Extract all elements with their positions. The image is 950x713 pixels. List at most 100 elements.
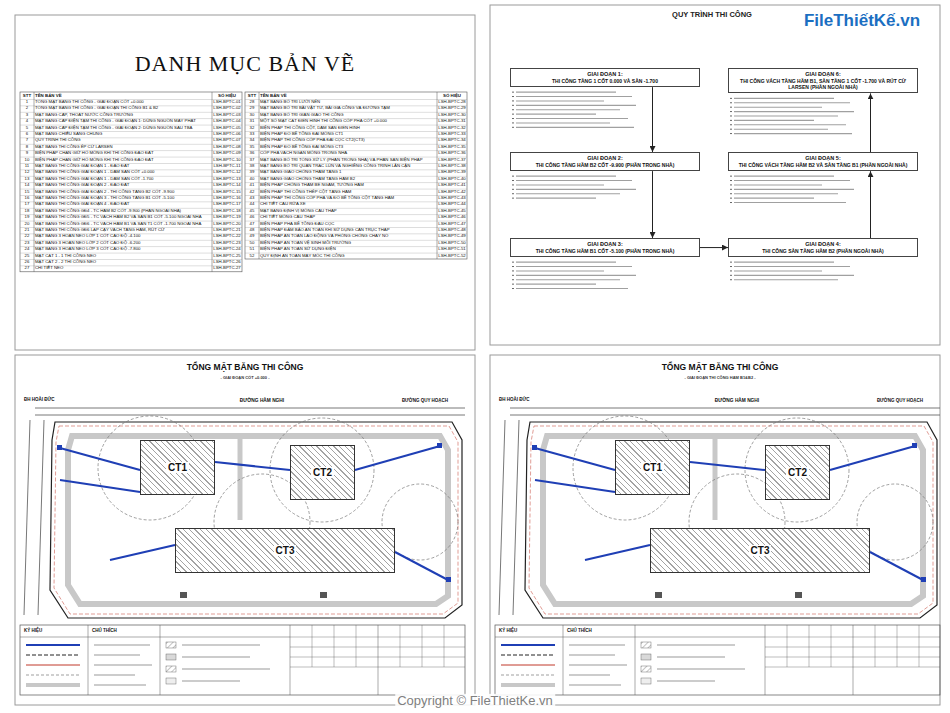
bullet-text-line — [516, 193, 620, 194]
drawing-name: MỘT SỐ MẶT CẮT ĐIỂN HÌNH THI CÔNG CỐP PH… — [260, 118, 436, 124]
sheet-code: LSH-BPTC-35 — [438, 144, 466, 150]
bullet-text-line — [516, 275, 636, 276]
flow-arrow — [870, 93, 871, 152]
drawing-name: MẶT BẰNG BỐ TRÍ GIÀN GIÁO THI CÔNG — [260, 112, 436, 118]
row-number: 8 — [21, 144, 33, 150]
row-number: 38 — [246, 163, 258, 169]
row-number: 45 — [246, 208, 258, 214]
sheet-code: LSH-BPTC-30 — [438, 112, 466, 118]
sheet-code: LSH-BPTC-24 — [213, 246, 241, 252]
row-number: 37 — [246, 157, 258, 163]
sheet-code: LSH-BPTC-05 — [213, 125, 241, 131]
building-block: CT1 — [615, 440, 690, 495]
bullet-dash — [512, 275, 514, 276]
table-header: SỐ HIỆU — [438, 92, 466, 99]
legend-heading: KÝ HIỆU — [499, 629, 517, 634]
stage-box: GIAI ĐOẠN 5:THI CÔNG VÁCH TẦNG HẦM B2 VÀ… — [728, 152, 918, 171]
row-number: 17 — [21, 201, 33, 207]
building-name: CT3 — [274, 545, 297, 556]
drawing-name: MẶT CẮT 1 - 1 THI CÔNG NEO — [35, 253, 211, 259]
drawing-name: MẶT BẰNG BỐ TRÍ QUAN TRẮC LÚN VÀ NGHIÊNG… — [260, 163, 436, 169]
row-number: 36 — [246, 150, 258, 156]
sheet-code: LSH-BPTC-38 — [438, 163, 466, 169]
bullet-dash — [512, 114, 514, 115]
drawing-name: MẶT BẰNG THI CÔNG GIAI ĐOẠN 2 - ĐÀO ĐẤT — [35, 182, 211, 188]
bullet-text-line — [734, 120, 814, 121]
drawing-name: CỐP PHA VÁCH NGĂN MÓNG TRONG NHÀ — [260, 150, 436, 156]
bullet-dash — [730, 115, 732, 116]
bullet-dash — [512, 189, 514, 190]
bullet-text-line — [516, 105, 636, 106]
bullet-dash — [512, 279, 514, 280]
drawing-name: MẶT BẰNG THI CÔNG GĐ5 - TC VÁCH HẦM B2 V… — [35, 214, 211, 220]
stage-heading: GIAI ĐOẠN 2: — [515, 155, 695, 162]
sheet-code: LSH-BPTC-47 — [438, 221, 466, 227]
bullet-text-line — [734, 102, 850, 103]
table-header: STT — [246, 92, 258, 99]
row-number: 15 — [21, 189, 33, 195]
road-name: ĐH HOÀI ĐỨC — [22, 398, 56, 403]
flow-arrow — [652, 171, 653, 238]
bullet-text-line — [516, 198, 596, 199]
building-block: CT3 — [175, 528, 395, 573]
legend-heading: KÝ HIỆU — [24, 629, 42, 634]
legend-heading: CHÚ THÍCH — [567, 629, 592, 634]
sheet-subtitle: - GIAI ĐOẠN THI CÔNG HẦM B1&B2 - — [684, 376, 755, 380]
drawing-name: MẶT BẰNG THI CÔNG GIAI ĐOẠN 1 - DẦM SÀN … — [35, 176, 211, 182]
bullet-dash — [512, 270, 514, 271]
sheet-code: LSH-BPTC-02 — [213, 105, 241, 111]
flow-arrow — [870, 171, 871, 238]
row-number: 50 — [246, 240, 258, 246]
stage-box: GIAI ĐOẠN 4:THI CÔNG SÀN TẦNG HẦM B2 (PH… — [728, 238, 918, 257]
drawing-name: MẶT BẰNG BỐ TRÍ TỔNG XỬ LÝ (PHẦN TRONG N… — [260, 157, 436, 163]
table-header: STT — [21, 92, 33, 99]
bullet-text-line — [734, 176, 834, 177]
bullet-dash — [512, 176, 514, 177]
table-header: SỐ HIỆU — [213, 92, 241, 99]
drawing-name: BIỆN PHÁP ĐẢM BẢO AN TOÀN KHI SỬ DỤNG CẦ… — [260, 227, 436, 233]
road-name: ĐƯỜNG HÀM NGHI — [713, 398, 761, 403]
sheet-code: LSH-BPTC-34 — [438, 137, 466, 143]
bullet-dash — [512, 284, 514, 285]
bullet-dash — [512, 198, 514, 199]
table-header: TÊN BẢN VẼ — [35, 92, 211, 99]
stage-title: THI CÔNG SÀN TẦNG HẦM B2 (PHẦN NGOÀI NHÀ… — [733, 248, 913, 254]
bullet-text-line — [734, 107, 822, 108]
sheet-code: LSH-BPTC-51 — [438, 246, 466, 252]
row-number: 14 — [21, 182, 33, 188]
row-number: 39 — [246, 169, 258, 175]
drawing-name: MẶT BẰNG THI CÔNG GĐ6 LẮP CẠY VÁCH TẦNG … — [35, 227, 211, 233]
stage-heading: GIAI ĐOẠN 5: — [733, 155, 913, 162]
sheet-code: LSH-BPTC-18 — [213, 208, 241, 214]
bullet-text-line — [516, 262, 616, 263]
row-number: 48 — [246, 227, 258, 233]
drawing-name: MẶT BẰNG THI CÔNG GĐ4 - TC HẦM B2 CỐT -9… — [35, 208, 211, 214]
sheet-code: LSH-BPTC-42 — [438, 189, 466, 195]
bullet-dash — [512, 193, 514, 194]
bullet-text-line — [516, 184, 604, 185]
drawing-name: MẶT BẰNG CHIẾU SÁNG CHUNG — [35, 131, 211, 137]
drawing-name: BIỆN PHÁP ĐỔ BÊ TÔNG ĐÀI MÓNG CT1 — [260, 131, 436, 137]
row-number: 22 — [21, 233, 33, 239]
bullet-dash — [730, 184, 732, 185]
stage-title: THI CÔNG VÁCH TẦNG HẦM B2 VÀ SÀN TẦNG B1… — [733, 162, 913, 168]
drawing-name: CHI TIẾT CẦU RỬA XE — [260, 201, 436, 207]
sheet-code: LSH-BPTC-11 — [213, 163, 241, 169]
drawing-name: BIỆN PHÁP CHỐNG THẤM BỂ NGẦM, TƯỜNG HẦM — [260, 182, 436, 188]
row-number: 49 — [246, 233, 258, 239]
bullet-dash — [512, 109, 514, 110]
stage-heading: GIAI ĐOẠN 3: — [515, 241, 695, 248]
drawing-name: MẶT BẰNG CẤP ĐIỆN TẠM THI CÔNG - GIAI ĐO… — [35, 125, 211, 131]
bullet-dash — [512, 92, 514, 93]
bullet-text-line — [516, 114, 596, 115]
bullet-dash — [730, 176, 732, 177]
sheet-code: LSH-BPTC-43 — [438, 195, 466, 201]
sheet-code: LSH-BPTC-40 — [438, 176, 466, 182]
flow-arrow — [700, 247, 728, 248]
bullet-dash — [512, 184, 514, 185]
bullet-text-line — [734, 111, 854, 112]
row-number: 24 — [21, 246, 33, 252]
row-number: 5 — [21, 125, 33, 131]
drawing-name: CHI TIẾT NEO — [35, 265, 211, 271]
